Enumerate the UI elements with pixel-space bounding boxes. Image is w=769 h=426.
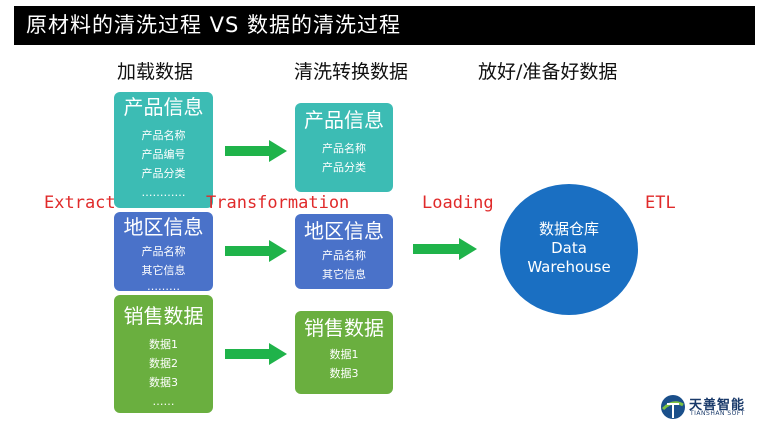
clean-sales-item: 数据3 xyxy=(329,367,359,380)
source-sales-box: 销售数据 数据1 数据2 数据3 …… xyxy=(114,295,213,413)
arrow-right-icon xyxy=(413,238,477,260)
slide-title: 原材料的清洗过程 VS 数据的清洗过程 xyxy=(14,6,755,45)
header-load-data: 加载数据 xyxy=(117,61,194,83)
clean-product-items: 产品名称 产品分类 xyxy=(295,139,393,177)
clean-region-title: 地区信息 xyxy=(304,219,384,243)
source-region-title: 地区信息 xyxy=(123,215,204,239)
source-region-box: 地区信息 产品名称 其它信息 ……… xyxy=(114,212,213,294)
stage-label-loading: Loading xyxy=(422,193,494,213)
source-region-item: 其它信息 xyxy=(141,264,186,277)
stage-label-transformation: Transformation xyxy=(206,193,350,213)
arrow-right-icon xyxy=(225,240,287,262)
source-product-item: ………… xyxy=(141,186,186,199)
clean-product-item: 产品分类 xyxy=(322,161,366,174)
data-warehouse-label-en2: Warehouse xyxy=(527,258,611,276)
clean-sales-box: 销售数据 数据1 数据3 xyxy=(295,311,393,394)
clean-region-items: 产品名称 其它信息 xyxy=(295,246,393,284)
source-sales-item: 数据3 xyxy=(149,376,178,389)
header-transform-data: 清洗转换数据 xyxy=(294,61,409,83)
clean-region-box: 地区信息 产品名称 其它信息 xyxy=(295,214,393,289)
clean-product-box: 产品信息 产品名称 产品分类 xyxy=(295,103,393,192)
stage-label-extract: Extract xyxy=(44,193,116,213)
logo-name: 天善智能 xyxy=(689,398,746,413)
source-region-item: ……… xyxy=(147,280,180,293)
source-sales-items: 数据1 数据2 数据3 …… xyxy=(114,335,213,411)
clean-region-item: 其它信息 xyxy=(322,268,366,281)
clean-sales-title: 销售数据 xyxy=(304,316,384,340)
header-ready-data: 放好/准备好数据 xyxy=(478,61,618,83)
source-product-item: 产品名称 xyxy=(141,129,186,142)
arrow-right-icon xyxy=(225,343,287,365)
company-logo: 天善智能 TIANSHAN SOFT xyxy=(660,394,764,420)
stage-label-etl: ETL xyxy=(645,193,676,213)
source-product-box: 产品信息 产品名称 产品编号 产品分类 ………… xyxy=(114,92,213,208)
source-region-items: 产品名称 其它信息 ……… xyxy=(114,242,213,294)
clean-product-item: 产品名称 xyxy=(322,142,366,155)
clean-sales-item: 数据1 xyxy=(329,348,359,361)
source-product-items: 产品名称 产品编号 产品分类 ………… xyxy=(114,126,213,202)
clean-region-item: 产品名称 xyxy=(322,249,366,262)
arrow-right-icon xyxy=(225,140,287,162)
source-sales-title: 销售数据 xyxy=(123,304,204,328)
source-product-item: 产品编号 xyxy=(141,148,186,161)
clean-product-title: 产品信息 xyxy=(304,108,384,132)
data-warehouse-node: 数据仓库 Data Warehouse xyxy=(500,184,638,315)
source-product-title: 产品信息 xyxy=(123,95,204,119)
clean-sales-items: 数据1 数据3 xyxy=(295,345,393,383)
source-product-item: 产品分类 xyxy=(141,167,186,180)
source-sales-item: 数据2 xyxy=(149,357,178,370)
logo-mark-icon xyxy=(661,395,685,419)
source-region-item: 产品名称 xyxy=(141,245,186,258)
data-warehouse-label-en1: Data xyxy=(551,239,587,257)
logo-subtitle: TIANSHAN SOFT xyxy=(690,410,745,417)
source-sales-item: 数据1 xyxy=(149,338,178,351)
source-sales-item: …… xyxy=(152,395,175,408)
data-warehouse-label-cn: 数据仓库 xyxy=(538,220,599,238)
